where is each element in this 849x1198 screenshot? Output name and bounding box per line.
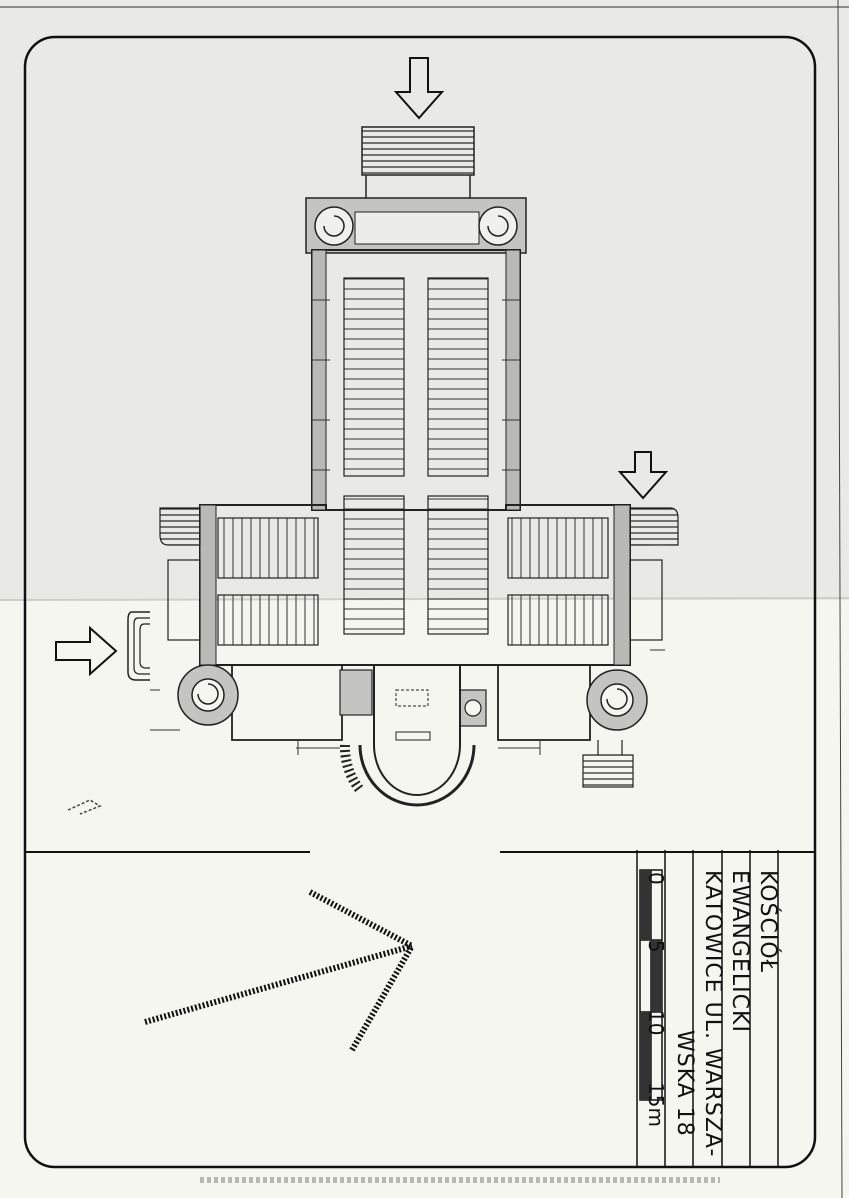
entrance-arrow-icon — [55, 625, 118, 677]
spiral-staircase-icon — [464, 699, 482, 717]
top-stairs — [361, 126, 475, 176]
scale-label-0: 0 — [644, 872, 668, 885]
drawing-frame — [23, 35, 817, 1169]
scale-bar-fill — [640, 870, 651, 940]
entrance-arrow-icon — [393, 57, 445, 120]
spiral-staircase-icon — [314, 206, 354, 246]
transept-walls — [199, 504, 631, 666]
nave-wall-right — [505, 249, 521, 511]
pews-right-upper — [427, 277, 489, 477]
north-arrow-icon — [144, 889, 415, 1052]
right-outer-passage — [629, 559, 663, 641]
paper-lower — [0, 600, 849, 1198]
scale-label-15m: 15m — [644, 1082, 668, 1127]
pulpit-niche — [339, 669, 373, 716]
left-outer-passage — [167, 559, 201, 641]
gallery-right-lower — [507, 594, 609, 646]
scale-label-5: 5 — [644, 940, 668, 953]
entrance-arrow-icon — [617, 451, 669, 500]
apse-wall — [358, 744, 476, 807]
lower-right-steps — [582, 754, 634, 788]
pews-left-lower — [343, 495, 405, 635]
left-side-stairs — [159, 507, 201, 546]
pews-right-lower — [427, 495, 489, 635]
title-line-3: KATOWICE UL. WARSZA- — [700, 870, 725, 1158]
gallery-left-lower — [217, 594, 319, 646]
scale-label-10: 10 — [644, 1010, 668, 1036]
gallery-left-upper — [217, 517, 319, 579]
title-block — [636, 850, 779, 1167]
right-side-stairs — [629, 507, 679, 546]
pews-left-upper — [343, 277, 405, 477]
transept-wall-left — [199, 504, 217, 666]
title-line-2: EWANGELICKI — [727, 870, 752, 1033]
nave-wall-left — [311, 249, 327, 511]
altar — [395, 689, 429, 707]
gallery-right-upper — [507, 517, 609, 579]
left-curved-steps — [127, 611, 150, 681]
apse — [373, 664, 461, 796]
paper-upper — [0, 0, 849, 600]
sheet-seam — [0, 597, 849, 601]
spiral-staircase-icon — [478, 206, 518, 246]
right-edge-line — [837, 0, 843, 1198]
transept-wall-right — [613, 504, 631, 666]
title-line-1: KOŚCIÓŁ — [755, 870, 780, 974]
title-line-4: WSKA 18 — [672, 1030, 697, 1137]
